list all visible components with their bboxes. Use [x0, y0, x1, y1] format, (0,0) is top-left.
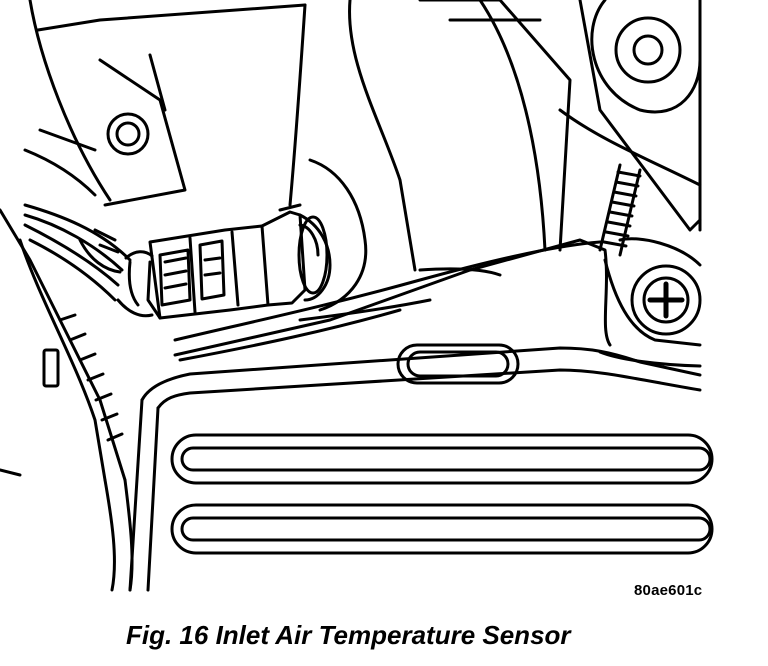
bracket-bolt — [106, 112, 150, 156]
clamp-bolt — [603, 237, 702, 347]
housing-lower-edge — [103, 478, 134, 592]
left-conduit — [0, 208, 127, 482]
upper-boss — [590, 0, 702, 114]
lid-rib-lower — [170, 503, 714, 555]
sensor-connector — [116, 224, 270, 320]
intake-housing — [173, 238, 612, 362]
figure-caption: Fig. 16 Inlet Air Temperature Sensor — [126, 620, 571, 650]
lid-rib-upper — [170, 433, 714, 485]
air-cleaner-lid — [128, 346, 702, 592]
wiring-harness — [23, 203, 132, 302]
mounting-bracket — [23, 0, 307, 207]
engine-background — [288, 0, 702, 312]
figure-reference-code: 80ae601c — [634, 582, 703, 599]
inlet-air-temperature-sensor — [260, 203, 332, 307]
corrugated-hose — [598, 163, 642, 257]
